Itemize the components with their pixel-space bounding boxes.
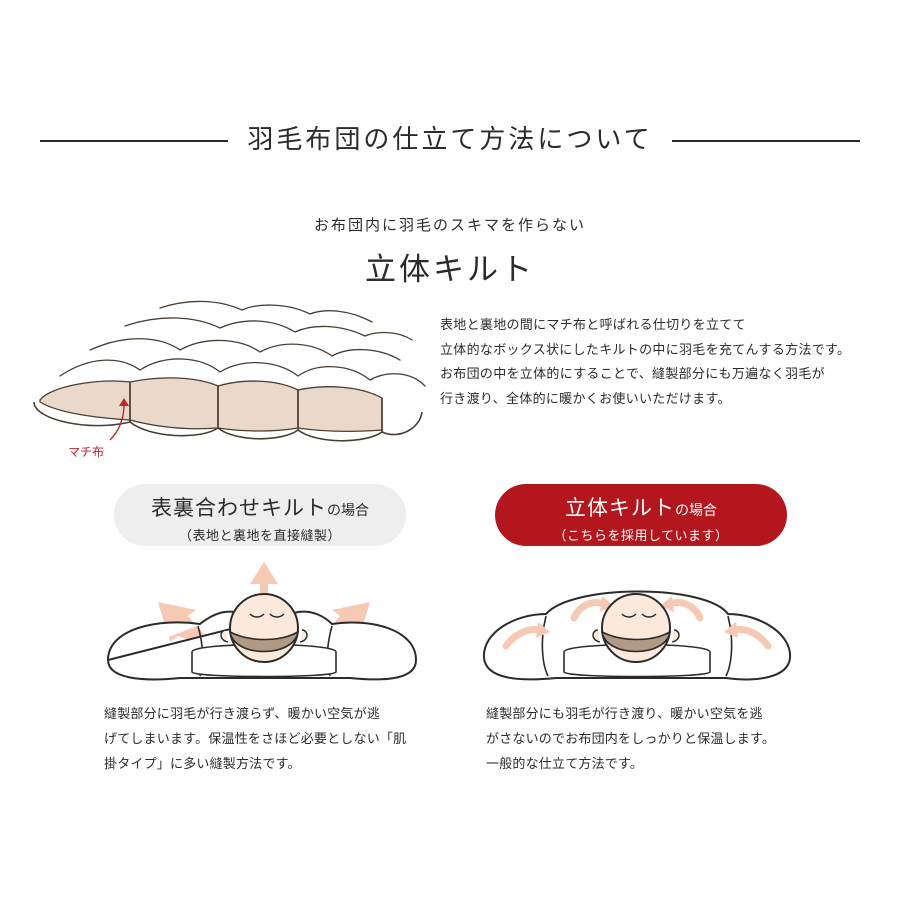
- left-method-suffix: の場合: [327, 503, 369, 519]
- sewn-through-illustration: [106, 562, 418, 681]
- left-method-badge: 表裏合わせキルトの場合 （表地と裏地を直接縫製）: [114, 484, 406, 546]
- caption-line: 掛タイプ」に多い縫製方法です。: [104, 757, 301, 772]
- description-line: 表地と裏地の間にマチ布と呼ばれる仕切りを立てて: [440, 318, 746, 333]
- description-line: 行き渡り、全体的に暖かくお使いいただけます。: [440, 391, 731, 407]
- right-method-badge: 立体キルトの場合 （こちらを採用しています）: [495, 484, 787, 546]
- right-method-caption: 縫製部分にも羽毛が行き渡り、暖かい空気を逃 がさないのでお布団内をしっかりと保温…: [486, 702, 816, 777]
- caption-line: げてしまいます。保温性をさほど必要としない「肌: [104, 732, 407, 747]
- box-quilt-warm-illustration: [482, 590, 792, 681]
- right-method-suffix: の場合: [675, 503, 717, 519]
- left-method-title: 表裏合わせキルト: [151, 496, 327, 520]
- header-rule-right: [672, 140, 860, 142]
- right-method-title: 立体キルト: [565, 496, 675, 520]
- caption-line: 縫製部分に羽毛が行き渡らず、暖かい空気が逃: [104, 707, 381, 722]
- left-method-note: （表地と裏地を直接縫製）: [178, 529, 341, 544]
- intro-title: 立体キルト: [365, 252, 535, 288]
- description-line: 立体的なボックス状にしたキルトの中に羽毛を充てんする方法です。: [440, 342, 851, 358]
- intro-description: 表地と裏地の間にマチ布と呼ばれる仕切りを立てて 立体的なボックス状にしたキルトの…: [440, 314, 880, 412]
- header-rule-left: [40, 140, 228, 142]
- caption-line: 縫製部分にも羽毛が行き渡り、暖かい空気を逃: [486, 707, 763, 722]
- machi-label: マチ布: [68, 445, 105, 459]
- box-quilt-illustration: [33, 300, 426, 442]
- section-title: 羽毛布団の仕立て方法について: [247, 125, 653, 155]
- caption-line: がさないのでお布団内をしっかりと保温します。: [486, 732, 776, 747]
- intro-subtitle: お布団内に羽毛のスキマを作らない: [313, 216, 586, 234]
- right-method-note: （こちらを採用しています）: [553, 529, 729, 544]
- left-method-caption: 縫製部分に羽毛が行き渡らず、暖かい空気が逃 げてしまいます。保温性をさほど必要と…: [104, 702, 434, 777]
- caption-line: 一般的な仕立て方法です。: [486, 757, 644, 772]
- description-line: お布団の中を立体的にすることで、縫製部分にも万遍なく羽毛が: [440, 367, 825, 382]
